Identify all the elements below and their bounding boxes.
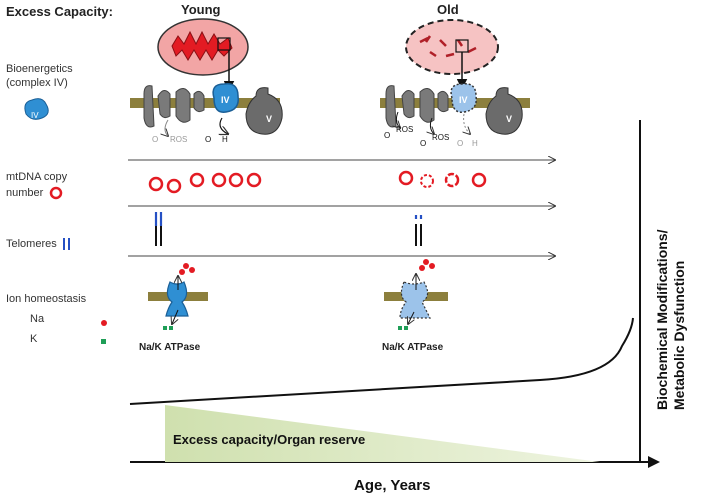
svg-text:O: O <box>152 135 158 144</box>
old-mtdna-circles <box>398 170 487 188</box>
telomeres-label: Telomeres <box>6 238 57 250</box>
svg-text:O: O <box>205 135 211 144</box>
old-label: Old <box>437 2 459 17</box>
mtdna-label: mtDNA copy <box>6 171 68 183</box>
ion-homeostasis-label: Ion homeostasis <box>6 293 87 305</box>
young-pump-label: Na/K ATPase <box>139 342 201 353</box>
complex-iv-legend-icon: IV <box>24 98 49 120</box>
x-axis-label: Age, Years <box>354 477 430 494</box>
mtdna-legend-icon <box>49 186 63 200</box>
old-complex-iv: IV <box>450 83 477 113</box>
mtdna-label-2: number <box>6 187 44 199</box>
old-na-k-atpase <box>384 259 448 330</box>
svg-text:O: O <box>457 139 463 148</box>
dysfunction-curve <box>129 317 634 405</box>
y-axis-label-line2: Metabolic Dysfunction <box>671 261 687 410</box>
old-mitochondrion <box>405 19 499 75</box>
young-mtdna-circles <box>148 172 262 194</box>
svg-text:O: O <box>420 139 426 148</box>
svg-text:H: H <box>222 135 228 144</box>
excess-capacity-header: Excess Capacity: <box>6 4 113 19</box>
young-complex-iv: IV <box>212 83 239 113</box>
young-membrane <box>130 85 280 128</box>
y-axis-label: Biochemical Modifications/ Metabolic Dys… <box>654 229 687 410</box>
svg-text:V: V <box>266 114 272 124</box>
svg-text:V: V <box>506 114 512 124</box>
young-complex-v: V <box>245 87 283 135</box>
k-legend-square <box>101 339 106 344</box>
telomere-legend-icon <box>63 238 70 250</box>
svg-text:IV: IV <box>221 95 230 105</box>
na-label: Na <box>30 313 45 325</box>
k-label: K <box>30 333 38 345</box>
old-ros-text: O ROS O ROS O H <box>384 111 478 148</box>
svg-text:H: H <box>472 139 478 148</box>
young-label: Young <box>181 2 221 17</box>
y-axis-label-line1: Biochemical Modifications/ <box>654 229 670 410</box>
na-legend-dot <box>101 320 107 326</box>
svg-text:O: O <box>384 131 390 140</box>
svg-text:ROS: ROS <box>396 125 413 134</box>
svg-text:IV: IV <box>459 95 468 105</box>
organ-reserve-label: Excess capacity/Organ reserve <box>173 432 365 447</box>
young-na-k-atpase <box>148 263 208 330</box>
old-complex-v: V <box>485 87 523 135</box>
young-telomere <box>154 212 163 246</box>
old-pump-label: Na/K ATPase <box>382 342 444 353</box>
svg-text:ROS: ROS <box>432 133 449 142</box>
complex-iv-label: (complex IV) <box>6 77 68 89</box>
young-mitochondrion <box>157 18 249 76</box>
young-ros-text: O ROS O H <box>152 117 228 144</box>
organ-reserve-wedge <box>165 405 600 462</box>
old-telomere <box>414 215 423 246</box>
bioenergetics-label: Bioenergetics <box>6 63 73 75</box>
svg-text:ROS: ROS <box>170 135 187 144</box>
svg-text:IV: IV <box>31 111 39 120</box>
